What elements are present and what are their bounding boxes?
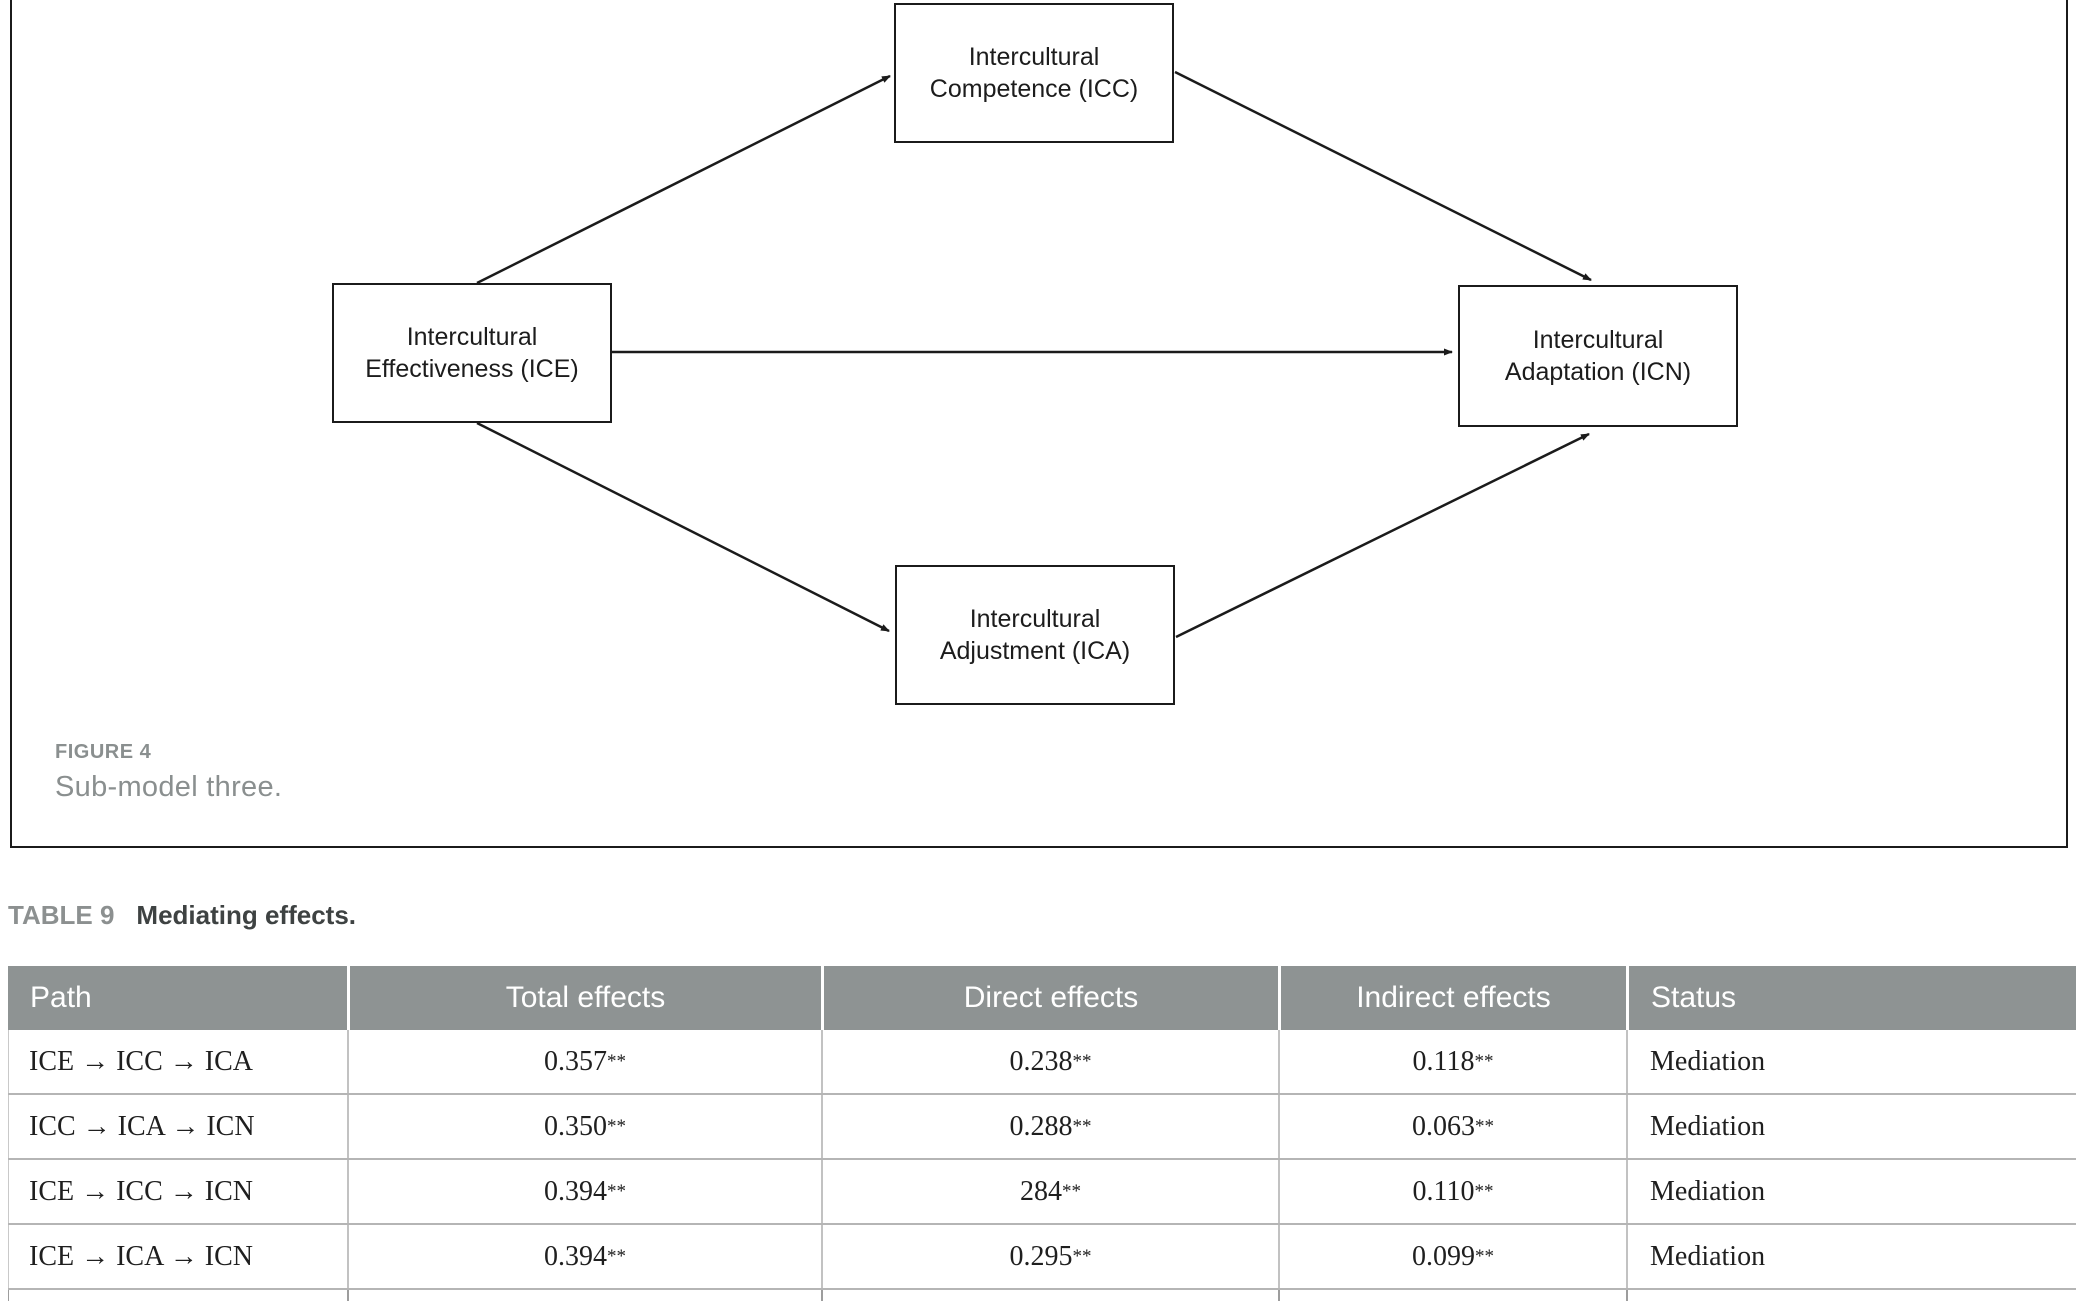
cell-direct: 284**: [821, 1160, 1278, 1223]
value: 284: [1019, 1175, 1062, 1207]
diagram-node-ica: Intercultural Adjustment (ICA): [895, 565, 1175, 705]
value: 0.238: [1009, 1045, 1073, 1077]
diagram-node-icn: Intercultural Adaptation (ICN): [1458, 285, 1738, 427]
node-ice-line1: Intercultural: [406, 323, 538, 351]
cell-path: ICE → ICC → ICA: [8, 1030, 347, 1093]
cell-path: ICE → ICA → ICN: [8, 1225, 347, 1288]
cell-indirect: 0.063**: [1278, 1095, 1626, 1158]
figure-label: FIGURE 4: [55, 741, 152, 763]
diagram-node-icc: Intercultural Competence (ICC): [894, 3, 1174, 143]
table-row-partial: [8, 1290, 2076, 1301]
cell-total: [347, 1290, 821, 1301]
cell-total: 0.394**: [347, 1225, 821, 1288]
col-header-path: Path: [30, 981, 92, 1014]
cell-total: 0.357**: [347, 1030, 821, 1093]
table-title: TABLE 9 Mediating effects.: [8, 900, 356, 931]
cell-path: [8, 1290, 347, 1301]
node-ica-line2: Adjustment (ICA): [939, 637, 1131, 665]
cell-status: Mediation: [1626, 1030, 2076, 1093]
value: 0.118: [1412, 1045, 1475, 1077]
value: 0.357: [543, 1045, 607, 1077]
cell-direct: 0.238**: [821, 1030, 1278, 1093]
figure-panel: Intercultural Effectiveness (ICE) Interc…: [10, 0, 2068, 848]
cell-direct: 0.295**: [821, 1225, 1278, 1288]
col-header-status: Status: [1626, 966, 2076, 1030]
node-icn-line1: Intercultural: [1532, 326, 1664, 354]
cell-total: 0.350**: [347, 1095, 821, 1158]
cell-indirect: 0.099**: [1278, 1225, 1626, 1288]
col-header-total: Total effects: [347, 966, 821, 1030]
cell-indirect: 0.110**: [1278, 1160, 1626, 1223]
value: 0.288: [1009, 1110, 1073, 1142]
col-header-direct: Direct effects: [821, 966, 1278, 1030]
cell-direct: [821, 1290, 1278, 1301]
node-icc-line2: Competence (ICC): [929, 75, 1139, 103]
table-row: ICE → ICC → ICN 0.394** 284** 0.110** Me…: [8, 1160, 2076, 1225]
value: 0.110: [1412, 1175, 1475, 1207]
value: 0.063: [1411, 1110, 1475, 1142]
figure-caption: FIGURE 4 Sub-model three.: [55, 741, 282, 804]
cell-indirect: 0.118**: [1278, 1030, 1626, 1093]
table-row: ICE → ICA → ICN 0.394** 0.295** 0.099** …: [8, 1225, 2076, 1290]
node-ica-line1: Intercultural: [969, 605, 1101, 633]
node-ice-line2: Effectiveness (ICE): [365, 355, 579, 383]
value: 0.295: [1009, 1240, 1073, 1272]
value: 0.394: [543, 1175, 607, 1207]
value: 0.350: [543, 1110, 607, 1142]
cell-status: Mediation: [1626, 1095, 2076, 1158]
cell-total: 0.394**: [347, 1160, 821, 1223]
node-icn-line2: Adaptation (ICN): [1504, 358, 1692, 386]
cell-status: Mediation: [1626, 1160, 2076, 1223]
cell-status: [1626, 1290, 2076, 1301]
mediating-effects-table: Path Total effects Direct effects Indire…: [8, 966, 2076, 1301]
figure-subtitle: Sub-model three.: [55, 771, 283, 803]
cell-path: ICE → ICC → ICN: [8, 1160, 347, 1223]
cell-path: ICC → ICA → ICN: [8, 1095, 347, 1158]
table-row: ICC → ICA → ICN 0.350** 0.288** 0.063** …: [8, 1095, 2076, 1160]
table-header-row: Path Total effects Direct effects Indire…: [8, 966, 2076, 1030]
table-row: ICE → ICC → ICA 0.357** 0.238** 0.118** …: [8, 1030, 2076, 1095]
cell-direct: 0.288**: [821, 1095, 1278, 1158]
cell-indirect: [1278, 1290, 1626, 1301]
table-name: Mediating effects.: [136, 900, 357, 930]
node-icc-line1: Intercultural: [968, 43, 1100, 71]
table-label: TABLE 9: [8, 900, 115, 930]
value: 0.394: [543, 1240, 607, 1272]
value: 0.099: [1411, 1240, 1475, 1272]
diagram-node-ice: Intercultural Effectiveness (ICE): [332, 283, 612, 423]
cell-status: Mediation: [1626, 1225, 2076, 1288]
col-header-indirect: Indirect effects: [1278, 966, 1626, 1030]
